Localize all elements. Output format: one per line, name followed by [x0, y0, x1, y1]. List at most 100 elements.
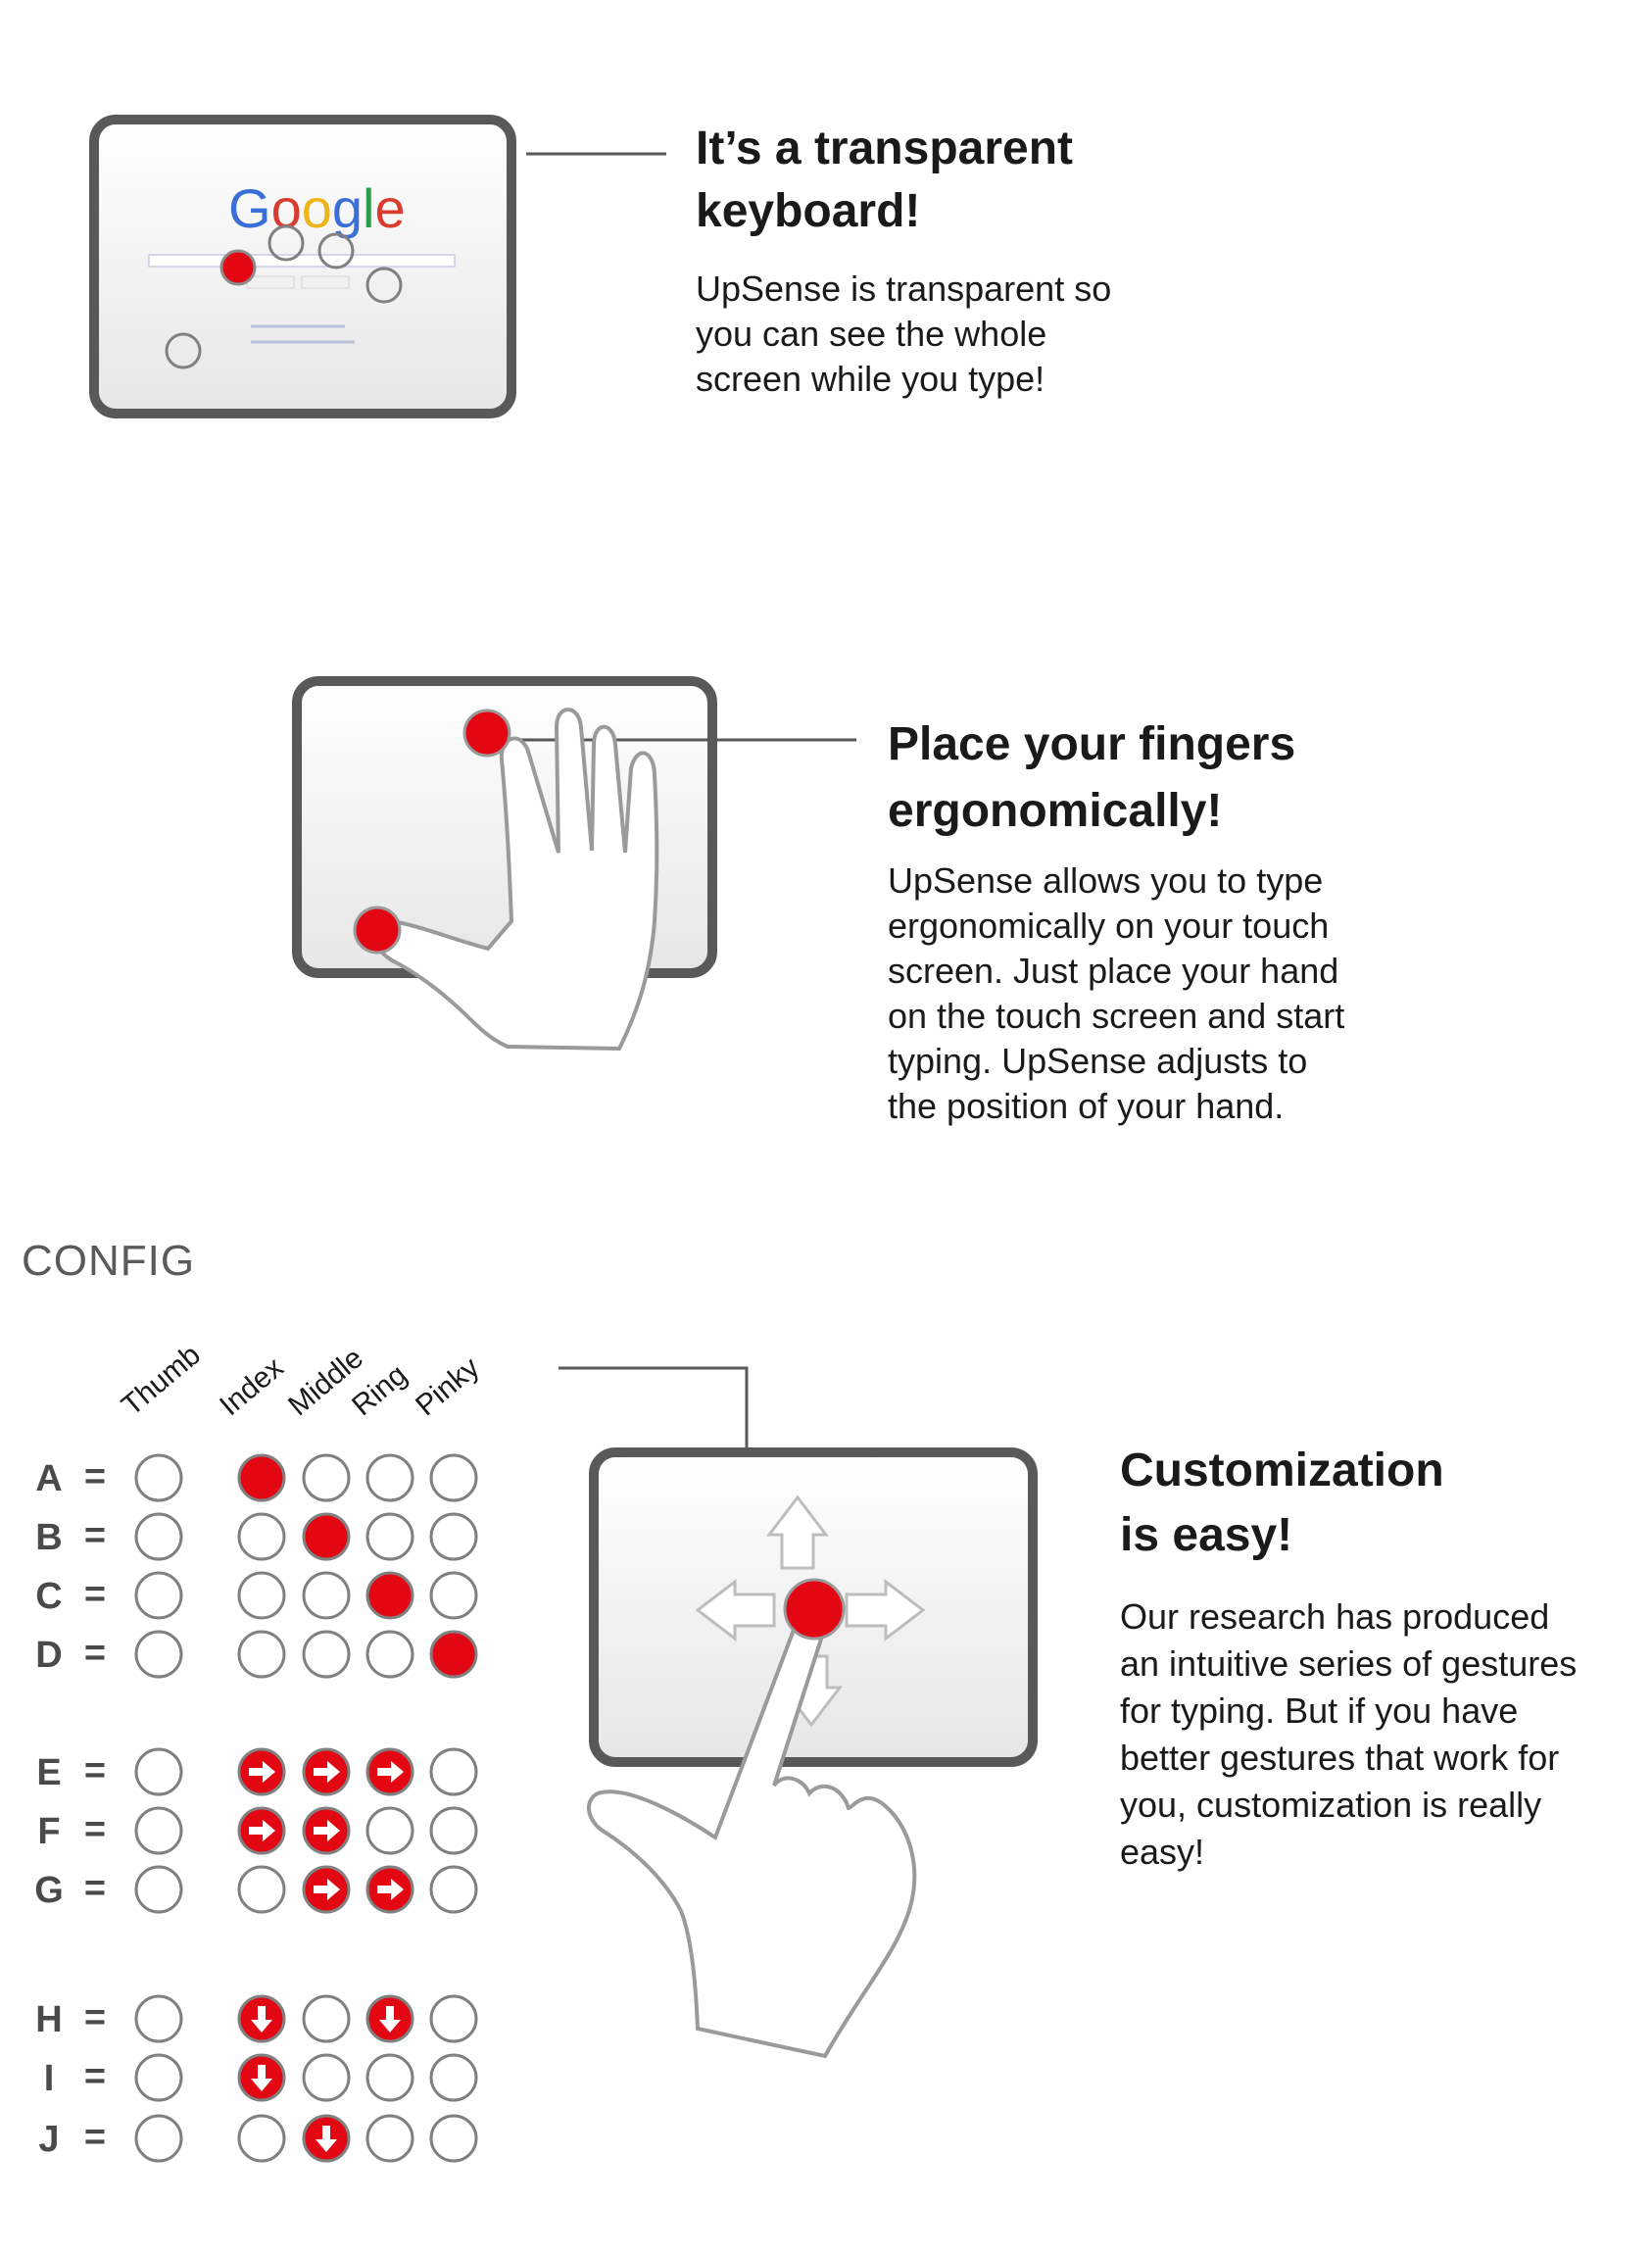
row-letter-g: G	[34, 1870, 64, 1911]
empty-circle	[134, 1747, 183, 1796]
empty-circle	[365, 2053, 414, 2102]
config-heading: CONFIG	[22, 1237, 196, 1285]
empty-circle	[237, 1571, 286, 1620]
title-line: Customization	[1120, 1445, 1444, 1496]
body-line: UpSense is transparent so	[696, 269, 1112, 309]
empty-circle	[134, 1806, 183, 1855]
empty-circle	[237, 1630, 286, 1679]
empty-circle	[365, 1512, 414, 1561]
finger-cell-e-middle	[302, 1747, 351, 1796]
config-grid	[134, 1453, 478, 2163]
finger-cell-j-ring	[365, 2114, 414, 2163]
tablet-customization	[559, 1366, 1038, 2059]
finger-cell-b-ring	[365, 1512, 414, 1561]
body-line: on the touch screen and start	[888, 996, 1345, 1036]
row-letter-e: E	[36, 1752, 62, 1793]
filled-circle	[365, 1571, 414, 1620]
title-line: keyboard!	[696, 185, 921, 237]
body-line: the position of your hand.	[888, 1086, 1285, 1126]
empty-circle	[134, 1630, 183, 1679]
finger-cell-d-index	[237, 1630, 286, 1679]
key-circle	[365, 267, 403, 304]
body-line: UpSense allows you to type	[888, 860, 1324, 901]
body-line: typing. UpSense adjusts to	[888, 1041, 1308, 1081]
title-line: Place your fingers	[888, 718, 1296, 770]
row-equals: =	[83, 2117, 107, 2158]
finger-cell-d-ring	[365, 1630, 414, 1679]
body-line: an intuitive series of gestures	[1120, 1643, 1578, 1684]
empty-circle	[237, 1865, 286, 1914]
row-letter-j: J	[38, 2119, 60, 2160]
finger-cell-c-pinky	[429, 1571, 478, 1620]
empty-circle	[134, 1453, 183, 1502]
finger-cell-b-thumb	[134, 1512, 183, 1561]
body-line: ergonomically on your touch	[888, 906, 1330, 946]
row-equals: =	[83, 1456, 107, 1497]
key-circle	[317, 232, 355, 270]
row-letter-h: H	[35, 1999, 63, 2040]
finger-touch-dot	[462, 709, 511, 758]
finger-cell-d-pinky	[429, 1630, 478, 1679]
finger-cell-g-thumb	[134, 1865, 183, 1914]
hand-outline	[373, 708, 659, 1052]
row-equals: =	[83, 1997, 107, 2038]
filled-circle	[302, 1512, 351, 1561]
section-title-ergonomic: Place your fingers ergonomically!	[888, 711, 1295, 845]
arrow-right-icon	[377, 1879, 404, 1900]
arrow-right-icon	[314, 1820, 340, 1841]
empty-circle	[302, 1630, 351, 1679]
section-body-customization: Our research has produced an intuitive s…	[1120, 1593, 1577, 1876]
row-letter-b: B	[35, 1517, 63, 1558]
finger-cell-f-ring	[365, 1806, 414, 1855]
finger-cell-i-index	[237, 2053, 286, 2102]
finger-cell-d-middle	[302, 1630, 351, 1679]
empty-circle	[429, 1512, 478, 1561]
empty-circle	[134, 1994, 183, 2043]
empty-circle	[302, 2053, 351, 2102]
arrow-down-icon	[251, 2006, 272, 2033]
finger-cell-a-middle	[302, 1453, 351, 1502]
row-equals: =	[83, 1809, 107, 1850]
filled-circle	[429, 1630, 478, 1679]
section-title-customization: Customization is easy!	[1120, 1439, 1444, 1568]
title-line: is easy!	[1120, 1509, 1293, 1561]
row-letter-c: C	[35, 1576, 63, 1617]
finger-cell-f-pinky	[429, 1806, 478, 1855]
finger-cell-d-thumb	[134, 1630, 183, 1679]
google-logo: Google	[228, 177, 406, 239]
finger-cell-e-ring	[365, 1747, 414, 1796]
finger-cell-h-middle	[302, 1994, 351, 2043]
body-line: screen. Just place your hand	[888, 951, 1339, 991]
finger-cell-g-ring	[365, 1865, 414, 1914]
row-equals: =	[83, 1868, 107, 1909]
empty-circle	[134, 2114, 183, 2163]
body-line: Our research has produced	[1120, 1596, 1550, 1637]
finger-cell-h-ring	[365, 1994, 414, 2043]
finger-cell-h-thumb	[134, 1994, 183, 2043]
empty-circle	[134, 1571, 183, 1620]
thumb-touch-dot	[353, 906, 402, 955]
row-equals: =	[83, 1515, 107, 1556]
finger-cell-a-pinky	[429, 1453, 478, 1502]
empty-circle	[302, 1994, 351, 2043]
arrow-right-icon	[377, 1761, 404, 1783]
finger-cell-i-ring	[365, 2053, 414, 2102]
finger-cell-f-index	[237, 1806, 286, 1855]
arrow-right-icon	[249, 1761, 275, 1783]
finger-cell-b-middle	[302, 1512, 351, 1561]
title-line: ergonomically!	[888, 785, 1223, 837]
arrow-up-icon	[765, 1494, 830, 1570]
active-key-dot	[219, 249, 257, 286]
finger-cell-a-thumb	[134, 1453, 183, 1502]
row-letter-d: D	[35, 1635, 63, 1676]
empty-circle	[429, 1571, 478, 1620]
empty-circle	[365, 1453, 414, 1502]
google-button-2	[301, 275, 350, 289]
empty-circle	[237, 2114, 286, 2163]
empty-circle	[429, 2114, 478, 2163]
finger-cell-b-index	[237, 1512, 286, 1561]
row-equals: =	[83, 1633, 107, 1674]
arrow-right-icon	[314, 1879, 340, 1900]
tablet-transparent-keyboard: Google	[89, 115, 516, 418]
finger-cell-c-middle	[302, 1571, 351, 1620]
